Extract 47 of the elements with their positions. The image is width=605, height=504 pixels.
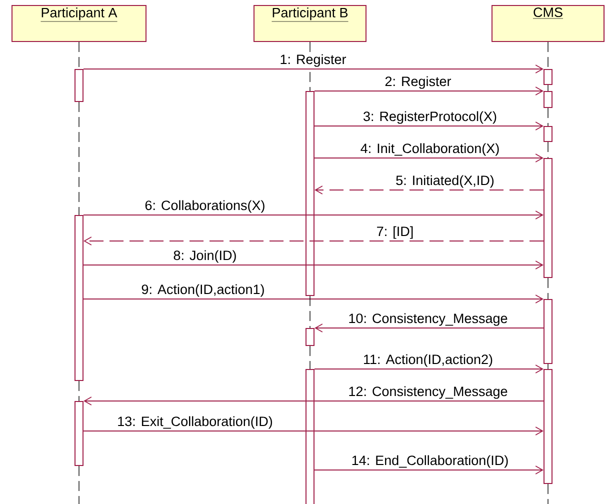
activation-bar bbox=[544, 126, 552, 142]
lifeline bbox=[78, 102, 80, 216]
message-arrow bbox=[314, 364, 544, 374]
participant-box: Participant A bbox=[12, 5, 146, 42]
message-label: 13: Exit_Collaboration(ID) bbox=[116, 415, 274, 430]
message-arrow bbox=[83, 64, 544, 74]
message-arrow bbox=[83, 260, 544, 270]
message-label: 6: Collaborations(X) bbox=[144, 199, 266, 214]
message-arrow bbox=[83, 426, 544, 436]
activation-bar bbox=[544, 158, 552, 278]
message-label: 9: Action(ID,action1) bbox=[140, 283, 266, 298]
message-arrow bbox=[314, 86, 544, 96]
message-arrow bbox=[83, 210, 544, 220]
message-label: 8: Join(ID) bbox=[172, 249, 238, 264]
activation-bar bbox=[74, 215, 84, 381]
message-label: 14: End_Collaboration(ID) bbox=[350, 454, 510, 469]
message-label: 11: Action(ID,action2) bbox=[362, 353, 494, 368]
participant-box: CMS bbox=[492, 5, 604, 42]
message-label: 4: Init_Collaboration(X) bbox=[359, 142, 501, 157]
message-label: 2: Register bbox=[384, 75, 452, 90]
message-arrow bbox=[314, 186, 544, 194]
message-arrow bbox=[83, 294, 544, 304]
activation-bar bbox=[544, 299, 552, 364]
message-arrow bbox=[314, 122, 544, 130]
activation-bar bbox=[74, 401, 84, 466]
message-arrow bbox=[314, 324, 544, 332]
activation-bar bbox=[544, 69, 552, 85]
message-label: 12: Consistency_Message bbox=[347, 385, 509, 400]
message-label: 7: [ID] bbox=[375, 225, 415, 240]
participant-box: Participant B bbox=[254, 5, 366, 42]
message-arrow bbox=[84, 236, 544, 246]
message-label: 3: RegisterProtocol(X) bbox=[362, 110, 498, 125]
lifeline bbox=[78, 466, 80, 504]
lifeline bbox=[78, 42, 80, 70]
message-arrow bbox=[314, 466, 544, 474]
message-label: 10: Consistency_Message bbox=[347, 312, 509, 327]
activation-bar bbox=[544, 369, 552, 484]
activation-bar bbox=[306, 369, 314, 504]
activation-bar bbox=[74, 69, 84, 102]
activation-bar bbox=[544, 91, 552, 108]
message-label: 1: Register bbox=[278, 53, 348, 68]
message-label: 5: Initiated(X,ID) bbox=[394, 174, 496, 189]
activation-bar bbox=[306, 328, 314, 346]
message-arrow bbox=[314, 154, 544, 162]
lifeline bbox=[78, 380, 80, 402]
message-arrow bbox=[84, 396, 544, 406]
activation-bar bbox=[306, 91, 314, 296]
